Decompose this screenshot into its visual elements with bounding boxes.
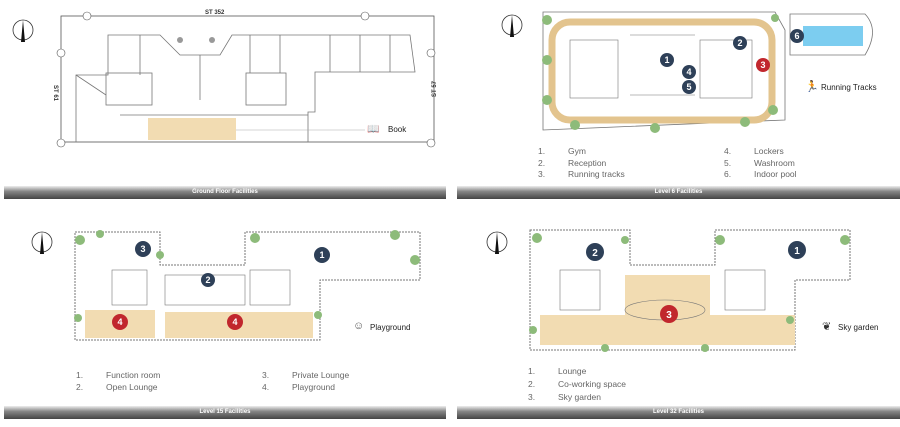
legend-item: 5.Washroom <box>724 157 795 168</box>
street-label-west: ST 61 <box>52 85 58 102</box>
legend-item: 3.Sky garden <box>528 392 601 402</box>
sky-garden-label: Sky garden <box>838 323 879 332</box>
street-label-east: ST 57 <box>432 80 438 97</box>
marker-gym: 1 <box>664 55 669 65</box>
marker-private-lounge: 3 <box>140 244 145 254</box>
level-6-title-bar: Level 6 Facilities <box>457 186 900 199</box>
playground-label: Playground <box>370 323 411 332</box>
level-32-plan: 1 2 3 <box>486 229 851 352</box>
playground-icon: ☺ <box>353 320 365 332</box>
compass-icon <box>501 14 523 37</box>
level-6-panel: 1 2 3 4 5 6 🏃 Running Tracks 1.Gym 2.Rec… <box>455 0 900 200</box>
level-6-plan: 1 2 3 4 5 6 <box>501 11 873 133</box>
legend-item: 1.Function room <box>76 370 161 380</box>
legend-item: 6.Indoor pool <box>724 169 797 179</box>
ground-floor-panel: ST 352 ST 61 ST 57 📖 Book Ground Floor F… <box>0 0 450 200</box>
legend-item: 2.Reception <box>538 157 607 168</box>
legend-item: 2.Co-working space <box>528 379 627 389</box>
book-icon: 📖 <box>367 124 380 135</box>
level-15-plan: 1 2 3 4 4 <box>31 230 421 341</box>
ground-floor-plan: ST 352 ST 61 ST 57 <box>12 10 438 148</box>
ground-floor-title-bar: Ground Floor Facilities <box>4 186 446 199</box>
compass-icon <box>12 19 34 42</box>
level-15-panel: 1 2 3 4 4 ☺ Playground 1.Function room 2… <box>0 220 450 427</box>
marker-lockers: 4 <box>686 67 691 77</box>
level-32-title-bar: Level 32 Facilities <box>457 406 900 419</box>
marker-playground: 4 <box>232 317 237 327</box>
marker-function-room: 1 <box>319 250 324 260</box>
book-area-highlight <box>148 118 236 140</box>
legend-item: 4.Playground <box>262 381 336 392</box>
legend-item: 1.Lounge <box>528 366 587 376</box>
street-label-north: ST 352 <box>205 10 225 16</box>
legend-item: 3.Private Lounge <box>262 370 350 380</box>
sprout-icon: ❦ <box>822 321 832 333</box>
indoor-pool <box>803 26 863 46</box>
running-track <box>548 18 776 124</box>
book-label: Book <box>388 125 407 134</box>
level-6-legend: 1.Gym 2.Reception 3.Running tracks 4.Loc… <box>538 146 838 181</box>
legend-item: 1.Gym <box>538 146 586 156</box>
level-15-title-bar: Level 15 Facilities <box>4 406 446 419</box>
marker-running-tracks: 3 <box>760 60 765 70</box>
level-32-legend: 1.Lounge 2.Co-working space 3.Sky garden <box>528 366 626 405</box>
level-32-panel: 1 2 3 ❦ Sky garden 1.Lounge 2.Co-working… <box>455 220 900 427</box>
marker-indoor-pool: 6 <box>794 31 799 41</box>
compass-icon <box>486 231 508 254</box>
compass-icon <box>31 231 53 254</box>
legend-item: 3.Running tracks <box>538 169 625 179</box>
legend-item: 2.Open Lounge <box>76 381 158 392</box>
marker-washroom: 5 <box>686 82 691 92</box>
marker-open-lounge: 2 <box>205 275 210 285</box>
marker-reception: 2 <box>737 38 742 48</box>
marker-playground: 4 <box>117 317 122 327</box>
legend-item: 4.Lockers <box>724 146 784 156</box>
marker-co-working-space: 2 <box>592 248 598 259</box>
marker-sky-garden: 3 <box>666 310 672 321</box>
level-15-legend: 1.Function room 2.Open Lounge 3.Private … <box>76 370 382 393</box>
marker-lounge: 1 <box>794 246 800 257</box>
running-tracks-label: Running Tracks <box>821 83 877 92</box>
running-icon: 🏃 <box>805 81 819 93</box>
